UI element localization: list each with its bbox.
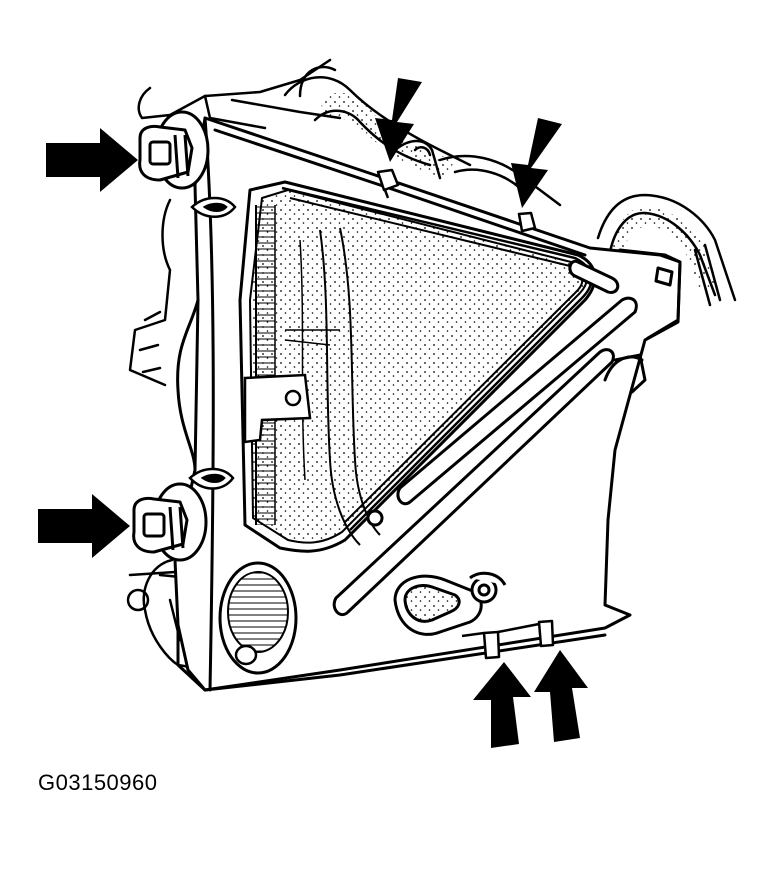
left-bosses xyxy=(188,196,237,490)
arrow-bottom-tab-2 xyxy=(534,650,588,742)
callout-arrows xyxy=(38,78,588,748)
arrow-top-tab-2 xyxy=(511,118,562,208)
arrow-top-tab-1 xyxy=(375,78,422,162)
triangular-opening xyxy=(238,180,597,553)
figure-id-label: G03150960 xyxy=(38,770,158,795)
arrow-lower-left-clip xyxy=(38,494,130,558)
top-locating-tab-1 xyxy=(376,168,400,199)
lower-left-retaining-clip xyxy=(132,482,208,562)
oval-vent xyxy=(218,561,298,675)
upper-left-retaining-clip xyxy=(138,110,210,190)
bottom-locating-tab-1 xyxy=(461,630,501,660)
arrow-bottom-tab-1 xyxy=(473,662,531,748)
lower-pivot xyxy=(393,571,507,636)
bottom-locating-tab-2 xyxy=(497,619,555,648)
arrow-upper-left-clip xyxy=(46,128,138,192)
diagonal-ribs xyxy=(332,259,638,617)
top-locating-tab-2 xyxy=(517,211,537,233)
